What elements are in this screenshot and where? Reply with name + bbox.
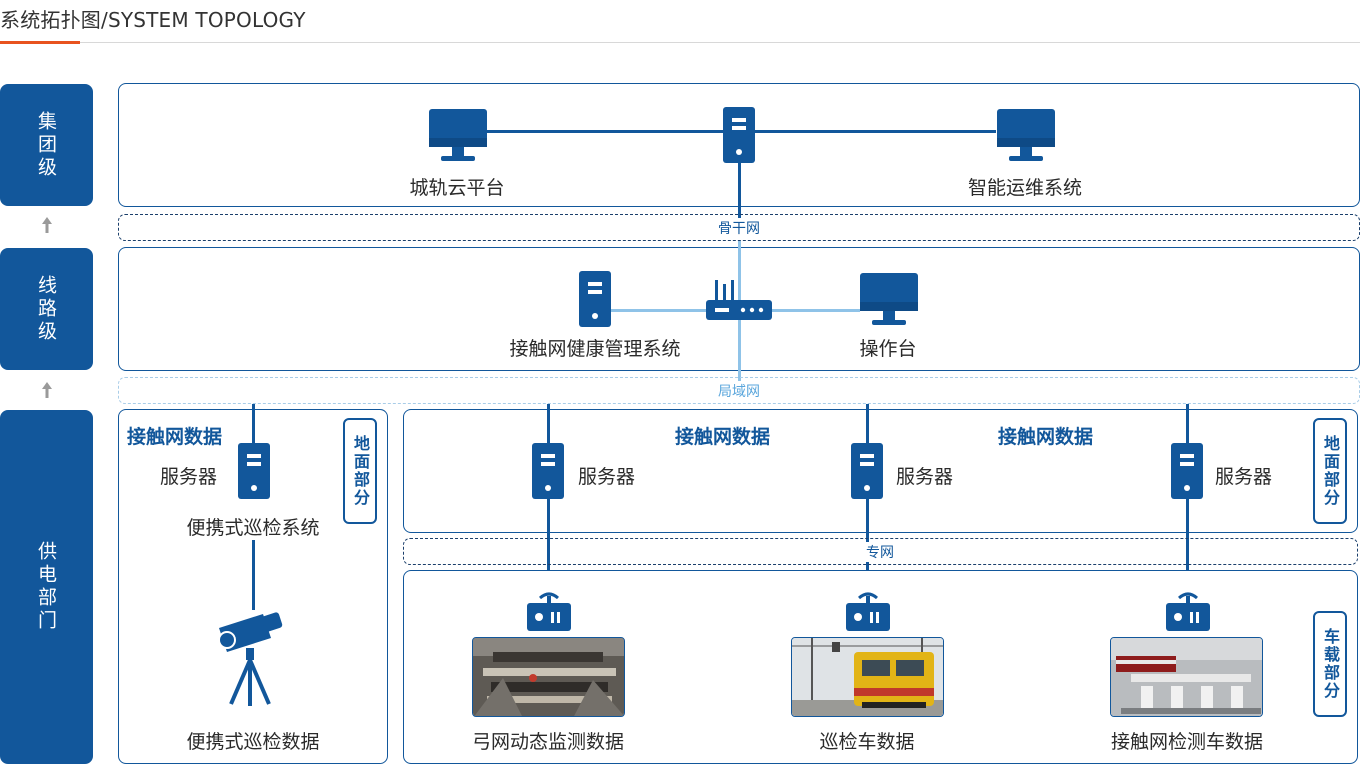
- router-to-lan-line: [738, 320, 741, 384]
- server-label: 服务器: [896, 466, 954, 488]
- title-divider: [0, 42, 1360, 43]
- pantograph-photo: [472, 637, 625, 717]
- tier-line: 线路级: [0, 248, 93, 370]
- server-label: 服务器: [1215, 466, 1273, 488]
- private-network: [403, 538, 1358, 565]
- server-3-vertical-line: [1186, 404, 1189, 599]
- smart-om-label: 智能运维系统: [967, 177, 1083, 199]
- portable-server-to-camera-line: [252, 540, 255, 610]
- vehicle-part-badge: 车载部分: [1313, 611, 1347, 717]
- server-icon: [579, 271, 611, 327]
- contact-data-title: 接触网数据: [998, 426, 1094, 448]
- ground-part-badge: 地面部分: [343, 418, 377, 524]
- up-arrow-icon: [42, 382, 52, 398]
- monitor-icon: [997, 109, 1055, 161]
- lan-to-portable-server-line: [252, 404, 255, 446]
- pantograph-data-label: 弓网动态监测数据: [471, 731, 625, 753]
- camera-tripod-icon: [218, 612, 283, 706]
- portable-data-label: 便携式巡检数据: [186, 731, 320, 753]
- wireless-device-icon: [846, 592, 890, 631]
- page-title: 系统拓扑图/SYSTEM TOPOLOGY: [0, 8, 306, 32]
- title-accent-bar: [0, 41, 80, 44]
- server-1-vertical-line: [547, 404, 550, 599]
- detection-car-data-label: 接触网检测车数据: [1110, 731, 1264, 753]
- contact-data-title: 接触网数据: [127, 426, 223, 448]
- contact-data-title: 接触网数据: [675, 426, 771, 448]
- backbone-to-router-line: [738, 241, 741, 311]
- backbone-uplink: [738, 160, 741, 220]
- monitor-icon: [429, 109, 487, 161]
- private-network-label: 专网: [860, 542, 900, 562]
- tier-group: 集团级: [0, 84, 93, 206]
- server-icon: [851, 443, 883, 499]
- monitor-icon: [860, 273, 918, 325]
- console-label: 操作台: [859, 338, 917, 360]
- server-icon: [1171, 443, 1203, 499]
- cloud-platform-label: 城轨云平台: [409, 177, 505, 199]
- tier-power: 供电部门: [0, 410, 93, 764]
- router-icon: [706, 280, 772, 320]
- up-arrow-icon: [42, 217, 52, 233]
- server-icon: [238, 443, 270, 499]
- lan-label: 局域网: [712, 381, 766, 401]
- detection-car-photo: [1110, 637, 1263, 717]
- inspection-car-data-label: 巡检车数据: [819, 731, 915, 753]
- wireless-device-icon: [1166, 592, 1210, 631]
- ground-part-badge: 地面部分: [1313, 418, 1347, 524]
- server-2-vertical-line: [866, 404, 869, 599]
- portable-system-label: 便携式巡检系统: [186, 517, 320, 539]
- inspection-car-photo: [791, 637, 944, 717]
- server-label: 服务器: [160, 466, 218, 488]
- server-icon: [532, 443, 564, 499]
- wireless-device-icon: [527, 592, 571, 631]
- server-icon: [723, 107, 755, 163]
- server-label: 服务器: [578, 466, 636, 488]
- health-system-label: 接触网健康管理系统: [509, 338, 681, 360]
- backbone-label: 骨干网: [712, 218, 766, 238]
